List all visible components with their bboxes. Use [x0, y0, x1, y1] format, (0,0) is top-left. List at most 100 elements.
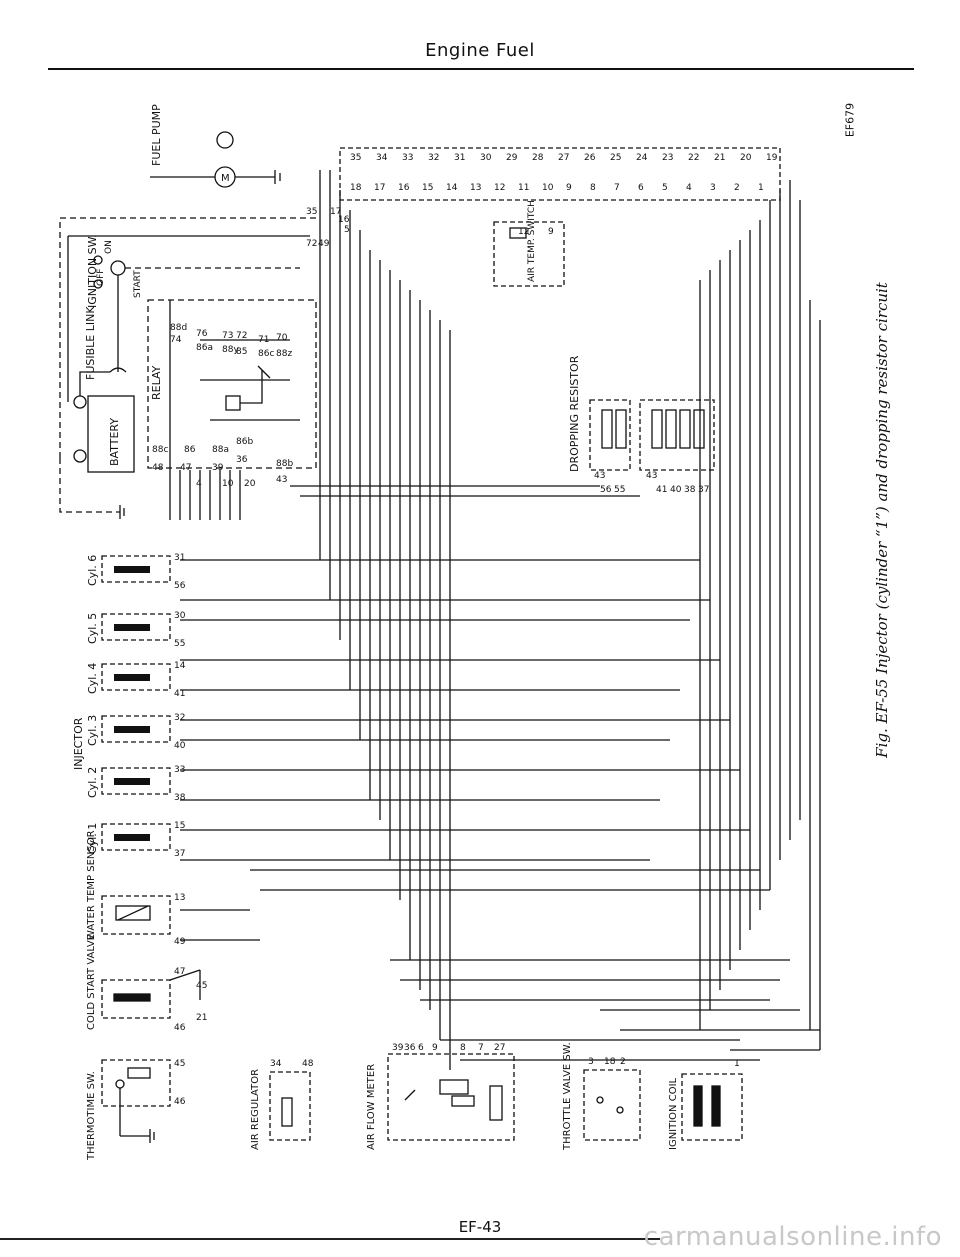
pin-label: 31: [454, 153, 465, 163]
pin-label: 20: [740, 153, 752, 163]
pin-label: 88c: [152, 445, 168, 455]
pin-label: 41: [656, 485, 667, 495]
pin-label: 72: [236, 331, 247, 341]
cyl5-label: Cyl. 5: [86, 613, 99, 644]
cyl2-label: Cyl. 2: [86, 767, 99, 798]
pin-label: 30: [174, 611, 186, 621]
pin-label: 12: [518, 227, 529, 237]
pin-label: 4: [196, 479, 202, 489]
cold-start-valve-label: COLD START VALVE: [86, 934, 97, 1030]
pin-label: 8: [460, 1043, 466, 1053]
pin-label: 56: [600, 485, 612, 495]
ignition-coil-label: IGNITION COIL: [668, 1077, 679, 1150]
pin-label: 24: [636, 153, 648, 163]
figure-code: EF679: [843, 102, 857, 138]
pin-label: 86b: [236, 437, 253, 447]
pin-label: 17: [374, 183, 385, 193]
pin-label: 21: [714, 153, 725, 163]
pin-label: 56: [174, 581, 186, 591]
ign-off-label: OFF: [96, 269, 106, 286]
pin-label: 17: [330, 207, 341, 217]
pin-labels: 35 34 33 32 31 30 29 28 27 26 25 24 23 2…: [152, 153, 778, 1107]
pin-label: 23: [662, 153, 673, 163]
pin-label: 25: [610, 153, 621, 163]
pin-label: 38: [684, 485, 696, 495]
pin-label: 12: [494, 183, 505, 193]
pin-label: 8: [590, 183, 596, 193]
pin-label: 45: [174, 1059, 185, 1069]
pin-label: 27: [494, 1043, 505, 1053]
ignition-sw-label: IGNITION SW.: [86, 234, 99, 308]
pin-label: 7: [478, 1043, 484, 1053]
pin-label: 40: [670, 485, 682, 495]
pin-label: 34: [376, 153, 388, 163]
pin-label: 13: [174, 893, 185, 903]
pin-label: 35: [306, 207, 317, 217]
pin-label: 32: [428, 153, 439, 163]
pin-label: 3: [588, 1057, 594, 1067]
pin-label: 37: [174, 849, 185, 859]
thermotime-sw-label: THERMOTIME SW.: [86, 1071, 97, 1161]
pin-label: 1: [758, 183, 764, 193]
injector-boxes: [101, 555, 171, 851]
water-temp-sensor-label: WATER TEMP SENSOR: [86, 830, 97, 940]
pin-label: 26: [584, 153, 596, 163]
pin-label: 10: [542, 183, 554, 193]
pin-label: 10: [222, 479, 234, 489]
resistor-bank-box: [639, 399, 715, 471]
pin-label: 30: [480, 153, 492, 163]
pin-label: 45: [196, 981, 207, 991]
pin-label: 73: [222, 331, 233, 341]
pin-label: 3: [710, 183, 716, 193]
fuel-pump-label: FUEL PUMP: [150, 104, 163, 166]
pin-label: 16: [398, 183, 410, 193]
pin-label: 49: [174, 937, 186, 947]
battery-box: [87, 395, 135, 473]
battery-label: BATTERY: [108, 418, 121, 466]
pin-label: 33: [174, 765, 185, 775]
pin-label: 55: [174, 639, 185, 649]
pin-label: 15: [422, 183, 433, 193]
fuel-pump-gauge: [216, 131, 234, 149]
air-temp-switch-box: [493, 221, 565, 287]
pin-label: 6: [638, 183, 644, 193]
pin-label: 15: [174, 821, 185, 831]
pin-label: 14: [174, 661, 186, 671]
pin-label: 88y: [222, 345, 239, 355]
pin-label: 1: [734, 1059, 740, 1069]
figure-caption: Fig. EF-55 Injector (cylinder “1”) and d…: [873, 282, 891, 758]
pin-label: 18: [604, 1057, 616, 1067]
ign-start-label: START: [133, 270, 143, 298]
pin-label: 74: [170, 335, 182, 345]
pin-label: 88d: [170, 323, 187, 333]
pin-label: 48: [302, 1059, 314, 1069]
pin-label: 28: [532, 153, 544, 163]
pin-label: 9: [432, 1043, 438, 1053]
fusible-link-label: FUSIBLE LINK: [84, 306, 97, 380]
dropping-resistor-box: [589, 399, 631, 471]
pin-label: 32: [174, 713, 185, 723]
pin-label: 86: [184, 445, 196, 455]
pin-label: 2: [734, 183, 740, 193]
pin-label: 9: [566, 183, 572, 193]
page-number: EF-43: [458, 1218, 502, 1236]
pin-label: 5: [662, 183, 668, 193]
cyl6-label: Cyl. 6: [86, 555, 99, 586]
pin-label: 43: [594, 471, 605, 481]
pin-label: 55: [614, 485, 625, 495]
pin-label: 47: [180, 463, 191, 473]
pin-label: 37: [698, 485, 709, 495]
pin-label: 16: [338, 215, 350, 225]
relay-box: [147, 299, 317, 469]
pin-label: 14: [446, 183, 458, 193]
pin-label: 41: [174, 689, 185, 699]
pin-label: 43: [276, 475, 287, 485]
pin-label: 6: [418, 1043, 424, 1053]
pin-label: 46: [174, 1023, 186, 1033]
pin-label: 88z: [276, 349, 292, 359]
pin-label: 19: [766, 153, 778, 163]
air-regulator-label: AIR REGULATOR: [250, 1069, 261, 1150]
pin-label: 49: [318, 239, 330, 249]
relay-label: RELAY: [150, 365, 163, 400]
